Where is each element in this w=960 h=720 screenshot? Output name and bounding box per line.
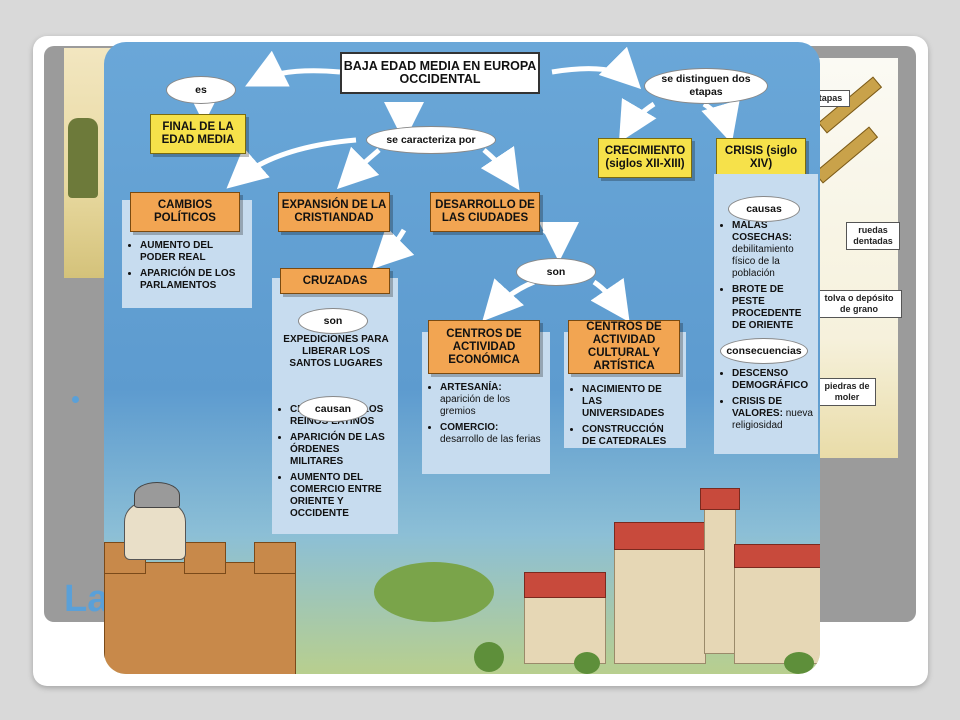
cruzadas-item: AUMENTO DEL COMERCIO ENTRE ORIENTE Y OCC… — [290, 472, 392, 520]
centros-eco-desc: desarrollo de las ferias — [440, 434, 541, 445]
cruzadas-son-text: EXPEDICIONES PARA LIBERAR LOS SANTOS LUG… — [283, 334, 389, 369]
centros-eco-head: ARTESANÍA: — [440, 382, 502, 393]
connector-oval-causas: causas — [728, 196, 800, 222]
crisis-causa-head: BROTE DE PESTE PROCEDENTE DE ORIENTE — [732, 284, 802, 331]
cambios-item: APARICIÓN DE LOS PARLAMENTOS — [140, 268, 246, 292]
centros-eco-head: COMERCIO: — [440, 422, 499, 433]
crisis-consecuencia-item: DESCENSO DEMOGRÁFICO — [732, 368, 814, 392]
desarrollo-ciudades-box: DESARROLLO DE LAS CIUDADES — [430, 192, 540, 232]
centros-cul-item: NACIMIENTO DE LAS UNIVERSIDADES — [582, 384, 680, 420]
crisis-consecuencia-head: CRISIS DE VALORES: — [732, 396, 783, 419]
crisis-causa-item: MALAS COSECHAS: debilitamiento físico de… — [732, 220, 814, 280]
connector-arrows — [184, 46, 740, 323]
windmill-blade — [813, 126, 879, 184]
windmill-label-ruedas: ruedas dentadas — [846, 222, 900, 250]
connector-oval-es: es — [166, 76, 236, 104]
centros-eco-desc: aparición de los gremios — [440, 394, 511, 417]
town-illustration — [374, 488, 820, 674]
cambios-politicos-box: CAMBIOS POLÍTICOS — [130, 192, 240, 232]
connector-oval-son: son — [298, 308, 368, 334]
crisis-consecuencia-item: CRISIS DE VALORES: nueva religiosidad — [732, 396, 814, 432]
castle-tower-illustration — [104, 482, 296, 674]
concept-map: BAJA EDAD MEDIA EN EUROPA OCCIDENTAL es … — [104, 42, 820, 674]
centros-actividad-economica-box: CENTROS DE ACTIVIDAD ECONÓMICA — [428, 320, 540, 374]
centros-actividad-cultural-box: CENTROS DE ACTIVIDAD CULTURAL Y ARTÍSTIC… — [568, 320, 680, 374]
windmill-label-piedras: piedras de moler — [818, 378, 876, 406]
centros-cul-item: CONSTRUCCIÓN DE CATEDRALES — [582, 424, 680, 448]
cruzadas-box: CRUZADAS — [280, 268, 390, 294]
crisis-causa-desc: debilitamiento físico de la población — [732, 244, 794, 279]
windmill-label-tolva: tolva o depósito de grano — [816, 290, 902, 318]
connector-oval-se-caracteriza: se caracteriza por — [366, 126, 496, 154]
cambios-item: AUMENTO DEL PODER REAL — [140, 240, 246, 264]
connector-oval-se-distinguen: se distinguen dos etapas — [644, 68, 768, 104]
connector-oval-causan: causan — [298, 396, 368, 422]
expansion-cristiandad-box: EXPANSIÓN DE LA CRISTIANDAD — [278, 192, 390, 232]
crisis-box: CRISIS (siglo XIV) — [716, 138, 806, 178]
crisis-consecuencia-head: DESCENSO DEMOGRÁFICO — [732, 368, 809, 391]
crisis-consecuencia-desc: nueva religiosidad — [732, 408, 813, 431]
map-title-box: BAJA EDAD MEDIA EN EUROPA OCCIDENTAL — [340, 52, 540, 94]
crisis-causa-head: MALAS COSECHAS: — [732, 220, 793, 243]
crisis-causa-item: BROTE DE PESTE PROCEDENTE DE ORIENTE — [732, 284, 814, 332]
connector-oval-son-2: son — [516, 258, 596, 286]
final-edad-media-box: FINAL DE LA EDAD MEDIA — [150, 114, 246, 154]
soldier-figure — [68, 118, 98, 198]
crecimiento-box: CRECIMIENTO (siglos XII-XIII) — [598, 138, 692, 178]
slide-title-fragment: La — [64, 578, 109, 620]
bullet-dot — [72, 396, 79, 403]
centros-eco-item: ARTESANÍA:aparición de los gremios — [440, 382, 544, 418]
centros-eco-item: COMERCIO:desarrollo de las ferias — [440, 422, 544, 446]
connector-oval-consecuencias: consecuencias — [720, 338, 808, 364]
cruzadas-item: APARICIÓN DE LAS ÓRDENES MILITARES — [290, 432, 392, 468]
